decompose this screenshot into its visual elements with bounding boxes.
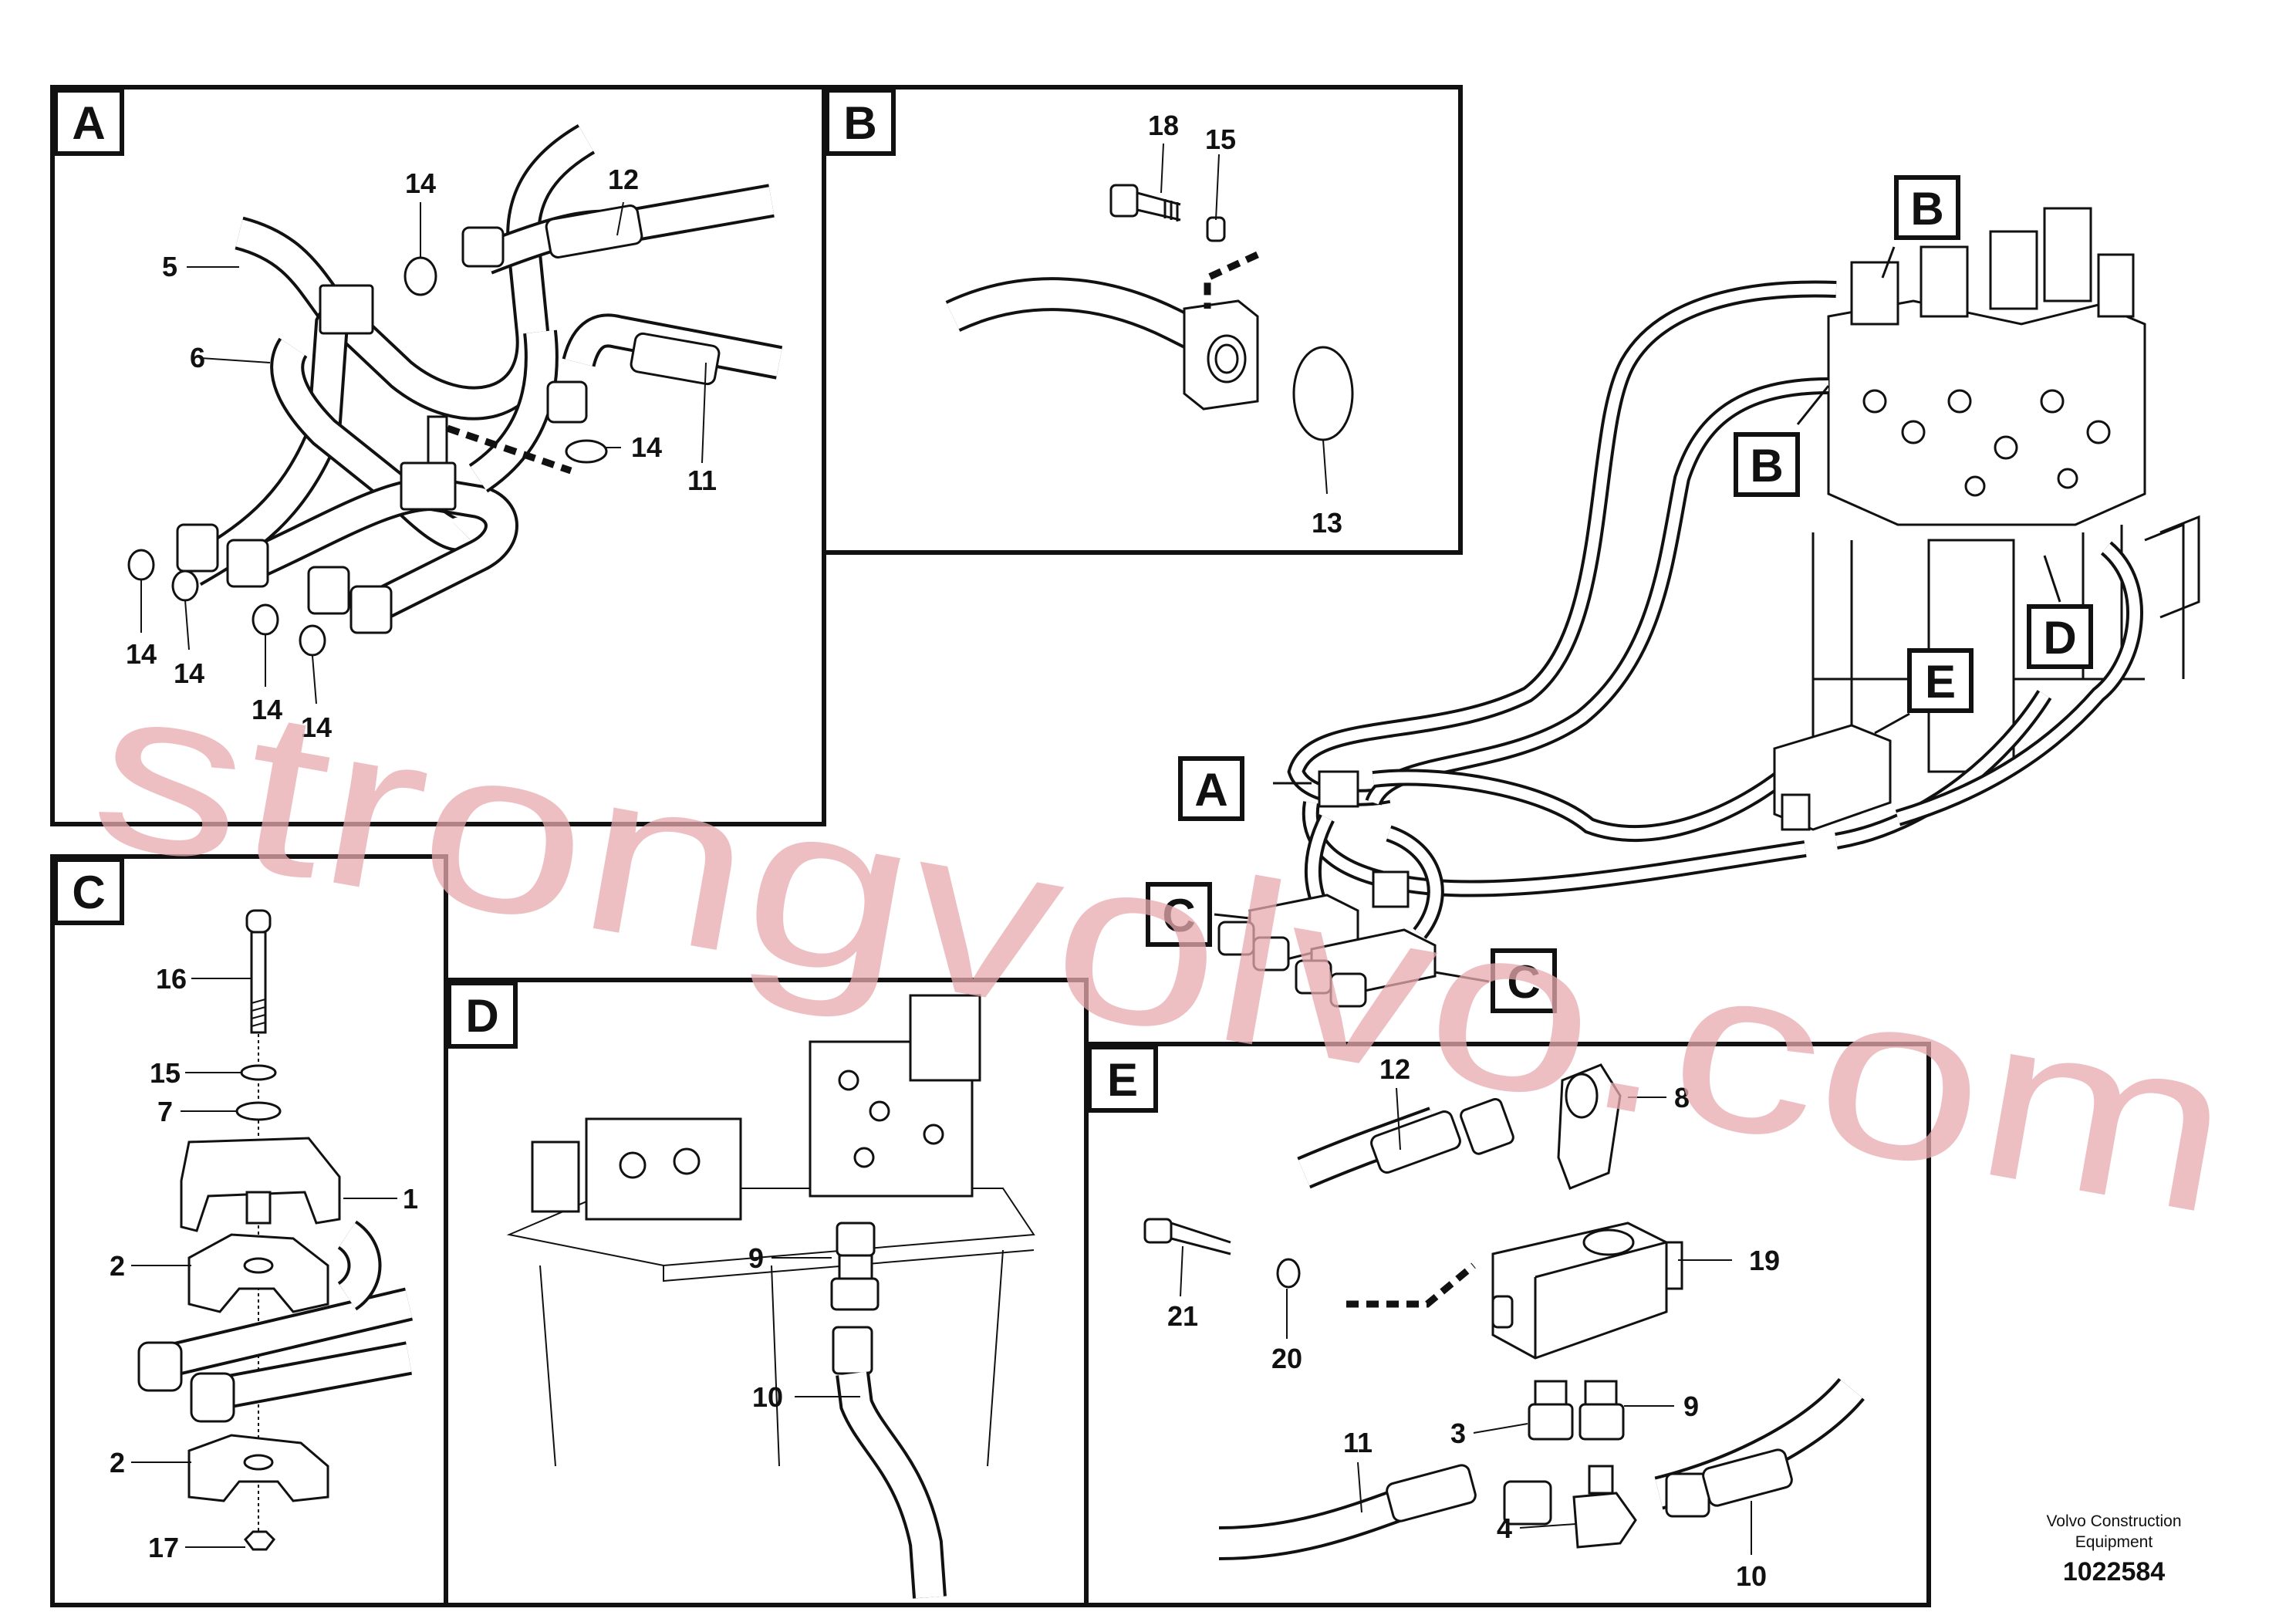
clamp-half-upper [187,1233,329,1313]
overview-callout-a: A [1194,764,1227,816]
overview-callout-d: D [2043,612,2076,664]
overview-valve-block [1773,724,1892,831]
panel-d-adapter [830,1222,880,1311]
panel-e-label-8: 8 [1674,1082,1690,1113]
panel-a-hose-end-nuts [176,226,588,634]
panel-c-tag-box [53,857,124,925]
panel-b-label-13: 13 [1312,507,1342,539]
panel-e-adapter-9 [1578,1380,1625,1441]
panel-e-adapter-3 [1528,1380,1574,1441]
clamp-cover [180,1137,341,1232]
footer-company-line1: Volvo Construction [2046,1512,2181,1530]
panel-b-tag-box [825,88,896,156]
panel-b-bolt [1109,184,1226,242]
panel-d-label-10: 10 [752,1381,783,1413]
panel-d: D 9 10 [444,978,1089,1607]
footer-company-line2: Equipment [2075,1533,2153,1551]
panel-c-label-1: 1 [403,1183,418,1215]
panel-a-label-5: 5 [162,251,177,282]
panel-a-label-14-d: 14 [301,711,332,743]
tee-fitting-lower [400,461,457,511]
panel-b: B 18 15 13 [822,85,1463,555]
panel-b-label-15: 15 [1205,123,1236,155]
overview-callout-leaders [1214,246,2061,983]
footer-drawing-number: 1022584 [2063,1557,2165,1587]
panel-a-label-14-a: 14 [126,638,157,670]
clamp-half-lower [187,1434,329,1502]
panel-b-tag: B [843,97,876,149]
panel-e-label-10: 10 [1736,1560,1767,1592]
clamp-bolt [245,909,272,1034]
panel-e-bolt [1143,1218,1231,1255]
panel-a-label-12: 12 [608,164,639,195]
overview-callout-c-left: C [1162,890,1195,941]
panel-e-label-11: 11 [1343,1427,1373,1458]
panel-c-label-7: 7 [157,1096,173,1127]
panel-c-label-16: 16 [156,963,187,995]
overview-hoses [1287,280,2143,939]
panel-d-label-9: 9 [748,1242,764,1274]
panel-e-label-9: 9 [1683,1391,1699,1422]
panel-e-part-labels: 12 8 19 21 20 3 9 11 4 10 [1167,1053,1780,1592]
tee-fitting-upper [319,284,374,335]
overview-manifolds [1217,770,1437,1008]
overview-assembly: B B D E A C C [1146,175,2200,1013]
panel-c-label-15: 15 [150,1057,181,1089]
panel-e-elbow-8 [1557,1063,1622,1190]
overview-callouts: B B D E A C C [1146,175,2093,1013]
panel-a-tag-box [53,88,124,156]
panel-a-label-14-b: 14 [174,657,204,689]
overview-control-valve [1827,207,2146,526]
drawing-footer: Volvo Construction Equipment 1022584 [2046,1512,2181,1587]
panel-c-label-2-upper: 2 [110,1250,125,1282]
panel-b-label-18: 18 [1148,110,1179,141]
panel-a: A [50,85,826,826]
panel-a-label-11: 11 [687,465,717,496]
panel-d-hose-nut [832,1326,873,1375]
panel-e-label-4: 4 [1497,1512,1512,1544]
panel-c-label-17: 17 [148,1532,179,1563]
panel-e-label-20: 20 [1271,1343,1302,1374]
overview-callout-c-right: C [1507,956,1540,1008]
panel-e-label-3: 3 [1450,1418,1466,1449]
panel-a-leaders [140,201,707,705]
panel-e-elbow-4 [1572,1465,1637,1549]
control-valve-base [506,994,1035,1467]
panel-a-part-labels: 14 12 5 6 14 11 14 14 14 14 [126,164,717,743]
panel-e: E [1084,1042,1931,1607]
panel-a-label-14-c: 14 [252,694,282,725]
panel-c-label-2-lower: 2 [110,1447,125,1478]
panel-a-label-14-top: 14 [405,167,436,199]
clamp-nut [244,1530,275,1551]
panel-b-o-ring [1292,346,1354,441]
panel-a-label-6: 6 [190,342,205,373]
panel-c-tag: C [72,867,105,918]
panel-e-leaders [1180,1087,1752,1555]
panel-d-tag-box [447,981,518,1049]
panel-e-label-19: 19 [1749,1245,1780,1276]
panel-e-tag: E [1107,1054,1138,1106]
panel-a-label-14-right: 14 [631,431,662,463]
panel-d-tag: D [465,990,498,1042]
panel-e-tag-box [1087,1045,1158,1113]
overview-callout-b-upper: B [1910,183,1943,235]
panel-a-tag: A [72,97,105,149]
panel-c: C [50,854,448,1607]
overview-callout-e: E [1925,656,1956,708]
panel-e-label-21: 21 [1167,1300,1198,1332]
overview-callout-b-lower: B [1750,440,1783,492]
split-flange [1183,299,1259,411]
valve-block-19 [1491,1222,1683,1360]
panel-e-label-12: 12 [1379,1053,1410,1085]
watermark-text: strongvolvo.com [77,632,2250,1264]
